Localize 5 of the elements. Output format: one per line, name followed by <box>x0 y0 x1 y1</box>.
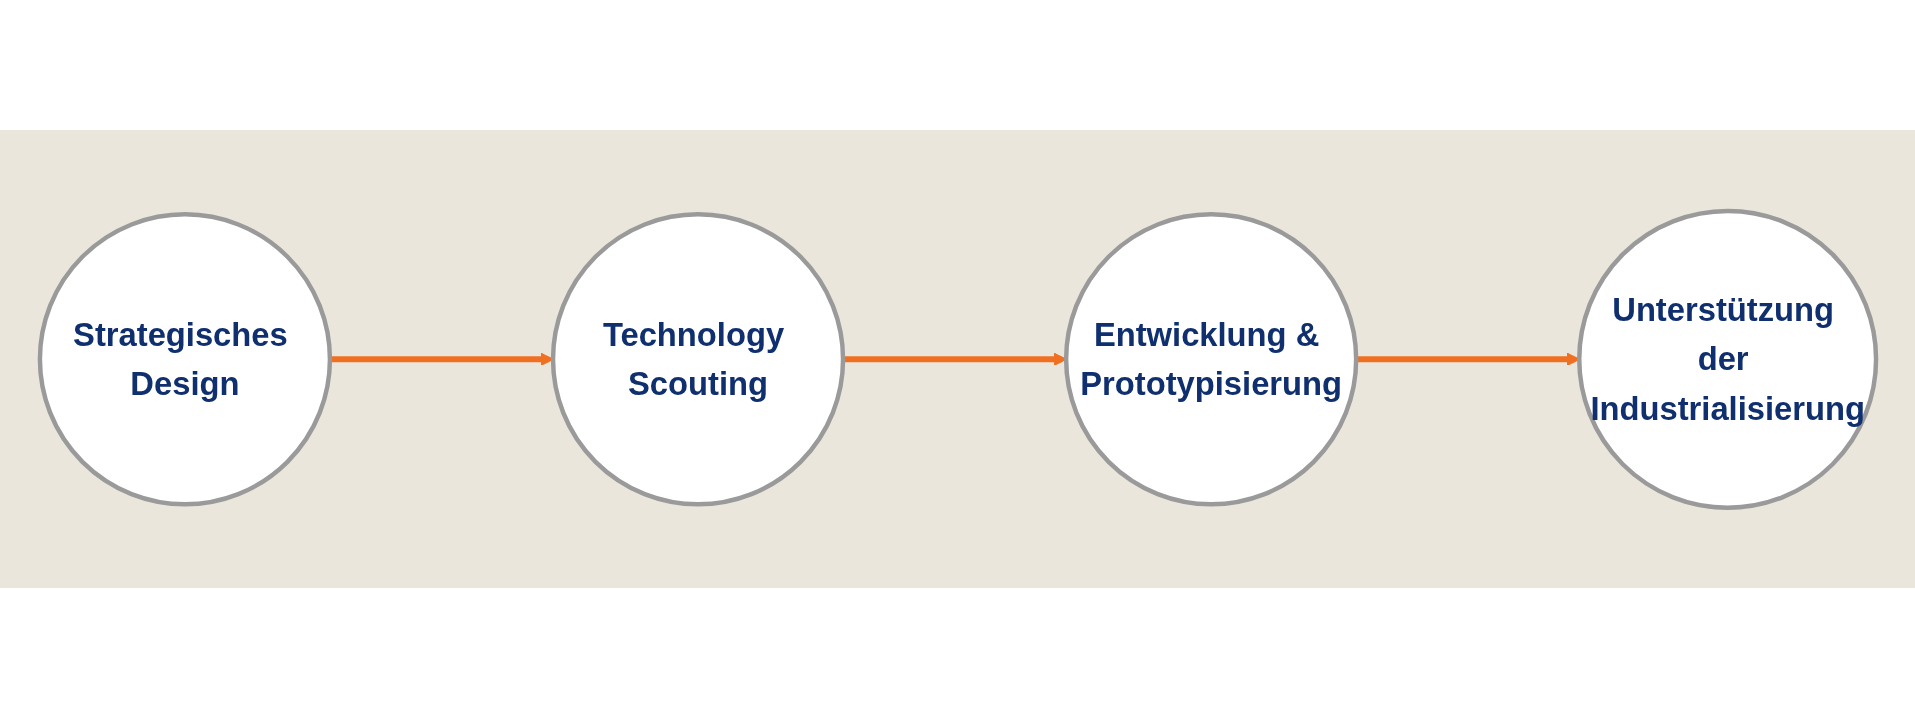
node-circle <box>550 211 845 507</box>
node-circle <box>1576 208 1878 510</box>
node-circle <box>37 211 332 507</box>
node-circle <box>1063 211 1358 507</box>
process-flow-diagram: Strategisches Design Technology Scouting Entwicklung & Prototypisierung Unterstützung der Industrialisierung <box>27 198 1888 520</box>
